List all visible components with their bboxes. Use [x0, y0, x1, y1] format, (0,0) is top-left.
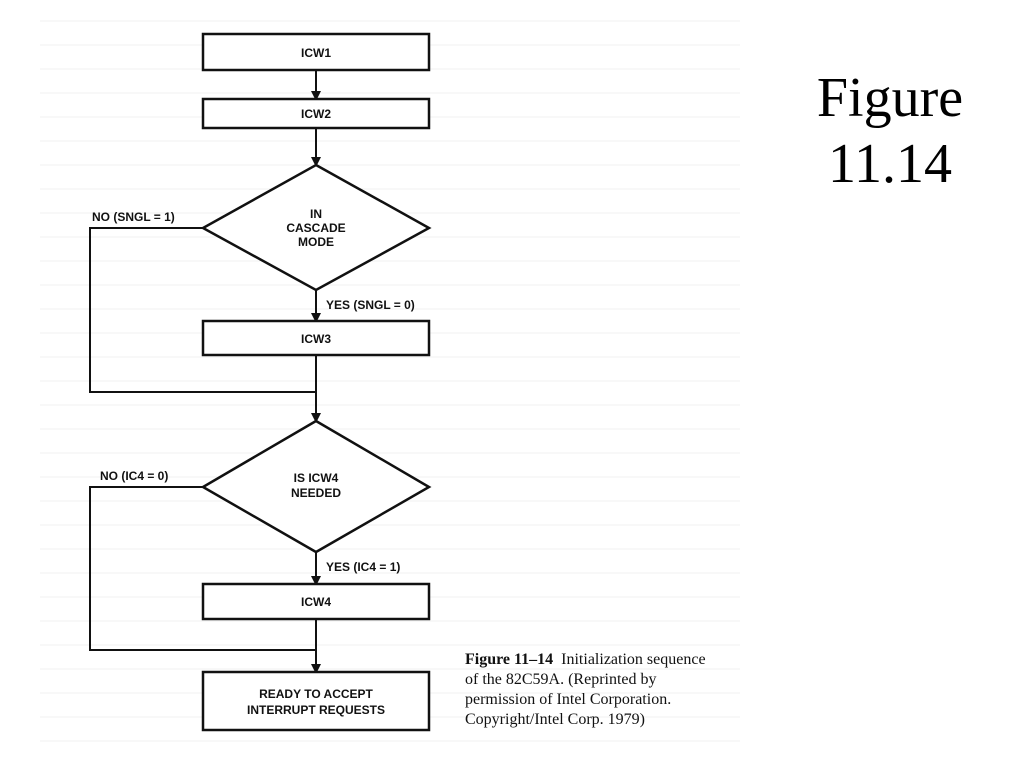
ready-label-line2: INTERRUPT REQUESTS — [247, 703, 385, 717]
icw2-box — [201, 97, 431, 130]
icw3-box — [201, 319, 431, 357]
icw4-label: ICW4 — [301, 595, 331, 609]
ready-box — [201, 670, 431, 732]
caption-line2: of the 82C59A. (Reprinted by — [465, 671, 657, 688]
cascade-label-line1: IN — [310, 207, 322, 221]
icw4-yes-label: YES (IC4 = 1) — [326, 560, 400, 574]
cascade-label-line2: CASCADE — [286, 221, 345, 235]
caption-line4: Copyright/Intel Corp. 1979) — [465, 711, 645, 728]
caption-line1-wrap: Figure 11–14 Initialization sequence — [465, 650, 795, 670]
slide-title-line2: 11.14 — [828, 133, 952, 195]
icw3-label: ICW3 — [301, 332, 331, 346]
icw4-needed-line1: IS ICW4 — [294, 471, 339, 485]
icw1-label: ICW1 — [301, 46, 331, 60]
slide-title-line1: Figure — [816, 67, 964, 129]
caption-line3: permission of Intel Corporation. — [465, 691, 672, 708]
caption-figure-number: Figure 11–14 — [465, 651, 554, 668]
icw1-box — [201, 32, 431, 72]
edge-icw4-no — [89, 486, 316, 651]
figure-caption: Figure 11–14 Initialization sequence of t… — [465, 650, 795, 730]
icw4-needed-line2: NEEDED — [291, 486, 341, 500]
cascade-mode-decision — [200, 163, 432, 292]
scanned-page-background — [40, 20, 740, 760]
edge-cascade-no — [89, 227, 316, 393]
icw4-no-label: NO (IC4 = 0) — [100, 469, 168, 483]
cascade-no-label: NO (SNGL = 1) — [92, 210, 175, 224]
icw2-label: ICW2 — [301, 107, 331, 121]
icw4-box — [201, 582, 431, 621]
flowchart-connectors — [89, 70, 321, 674]
cascade-label-line3: MODE — [298, 235, 334, 249]
cascade-yes-label: YES (SNGL = 0) — [326, 298, 415, 312]
ready-label-line1: READY TO ACCEPT — [259, 687, 373, 701]
slide-title: Figure 11.14 — [790, 65, 990, 197]
caption-line1: Initialization sequence — [561, 651, 706, 668]
icw4-needed-decision — [200, 419, 432, 554]
